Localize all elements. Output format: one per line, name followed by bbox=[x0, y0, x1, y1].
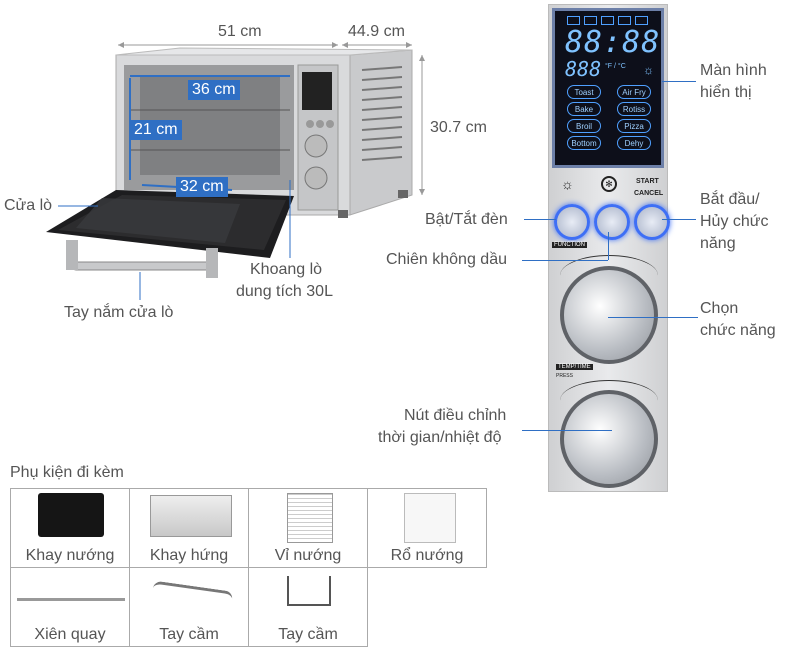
start-label: START bbox=[636, 178, 659, 185]
timer-label-line1: Nút điều chỉnh bbox=[404, 407, 507, 424]
display-screen: 88:88 888 °F / °C ☼ Toast Bake Broil Bot… bbox=[552, 8, 664, 168]
status-icon bbox=[618, 16, 631, 25]
temp-time-dial[interactable] bbox=[560, 390, 658, 488]
start-leader bbox=[662, 219, 696, 220]
accessories-title: Phụ kiện đi kèm bbox=[10, 464, 124, 481]
accessory-rotisserie: Xiên quay bbox=[10, 567, 130, 647]
accessory-label: Vỉ nướng bbox=[274, 547, 342, 564]
display-status-icons bbox=[567, 16, 652, 25]
status-icon bbox=[567, 16, 580, 25]
inner-width-tag: 36 cm bbox=[188, 80, 240, 100]
mode-bake: Bake bbox=[567, 102, 601, 116]
inner-depth-tag: 32 cm bbox=[176, 177, 228, 197]
accessory-label: Khay nướng bbox=[25, 547, 115, 564]
air-fry-label: Chiên không dầu bbox=[386, 251, 507, 268]
status-icon bbox=[584, 16, 597, 25]
function-arc bbox=[560, 255, 658, 296]
width-dimension: 51 cm bbox=[218, 23, 262, 40]
inner-height-tag: 21 cm bbox=[130, 120, 182, 140]
drip-tray-image bbox=[150, 495, 232, 537]
accessory-wire-rack: Vỉ nướng bbox=[248, 488, 368, 568]
air-fry-leader-vert bbox=[608, 232, 609, 260]
tongs-image bbox=[150, 580, 234, 615]
rotisserie-image bbox=[17, 598, 125, 601]
light-indicator-icon: ☼ bbox=[643, 63, 654, 77]
press-label: PRESS bbox=[556, 373, 573, 379]
display-label-line2: hiển thị bbox=[700, 84, 752, 101]
function-leader bbox=[608, 317, 698, 318]
mode-air-fry: Air Fry bbox=[617, 85, 651, 99]
light-toggle-button[interactable] bbox=[554, 204, 590, 240]
start-label-line2: Hủy chức bbox=[700, 213, 769, 230]
light-leader bbox=[524, 219, 556, 220]
depth-dimension: 44.9 cm bbox=[348, 23, 405, 40]
accessory-label: Khay hứng bbox=[149, 547, 229, 564]
fan-icon: ✻ bbox=[601, 176, 617, 192]
mode-bottom: Bottom bbox=[567, 136, 601, 150]
start-label-line3: năng bbox=[700, 235, 736, 252]
mode-dehy: Dehy bbox=[617, 136, 651, 150]
mode-toast: Toast bbox=[567, 85, 601, 99]
display-temp: 888 bbox=[565, 57, 602, 81]
display-leader bbox=[662, 81, 696, 82]
door-label: Cửa lò bbox=[4, 197, 53, 214]
accessory-label: Rổ nướng bbox=[390, 547, 464, 564]
accessory-label: Tay cầm bbox=[278, 626, 338, 643]
light-bulb-icon: ☼ bbox=[561, 176, 574, 192]
accessory-drip-tray: Khay hứng bbox=[129, 488, 249, 568]
air-fry-button[interactable] bbox=[594, 204, 630, 240]
cancel-label: CANCEL bbox=[634, 190, 664, 197]
accessory-baking-tray: Khay nướng bbox=[10, 488, 130, 568]
start-cancel-button[interactable] bbox=[634, 204, 670, 240]
light-toggle-label: Bật/Tắt đèn bbox=[425, 211, 508, 228]
accessory-tongs-1: Tay cầm bbox=[129, 567, 249, 647]
status-icon bbox=[601, 16, 614, 25]
accessory-basket: Rổ nướng bbox=[367, 488, 487, 568]
function-label-line2: chức năng bbox=[700, 322, 776, 339]
display-temp-unit: °F / °C bbox=[605, 63, 626, 70]
mode-rotiss: Rotiss bbox=[617, 102, 651, 116]
function-label-line1: Chọn bbox=[700, 300, 739, 317]
height-dimension: 30.7 cm bbox=[430, 119, 487, 136]
mode-pizza: Pizza bbox=[617, 119, 651, 133]
display-label-line1: Màn hình bbox=[700, 62, 767, 79]
function-dial[interactable] bbox=[560, 266, 658, 364]
accessory-tongs-2: Tay cầm bbox=[248, 567, 368, 647]
basket-image bbox=[404, 493, 456, 543]
handle-hook-image bbox=[287, 576, 331, 606]
temp-time-tag: TEMP/TIME bbox=[556, 364, 593, 370]
cavity-label-line1: Khoang lò bbox=[250, 261, 323, 278]
start-label-line1: Bắt đầu/ bbox=[700, 191, 760, 208]
timer-label-line2: thời gian/nhiệt độ bbox=[378, 429, 502, 446]
display-time: 88:88 bbox=[565, 25, 661, 60]
accessory-label: Tay cầm bbox=[159, 626, 219, 643]
status-icon bbox=[635, 16, 648, 25]
baking-tray-image bbox=[38, 493, 104, 537]
temp-time-arc bbox=[560, 380, 658, 421]
timer-leader bbox=[522, 430, 612, 431]
door-handle-label: Tay nắm cửa lò bbox=[64, 304, 174, 321]
function-tag: FUNCTION bbox=[552, 242, 587, 248]
accessory-label: Xiên quay bbox=[34, 626, 106, 643]
wire-rack-image bbox=[287, 493, 333, 543]
air-fry-leader bbox=[522, 260, 608, 261]
mode-broil: Broil bbox=[567, 119, 601, 133]
cavity-label-line2: dung tích 30L bbox=[236, 283, 333, 300]
